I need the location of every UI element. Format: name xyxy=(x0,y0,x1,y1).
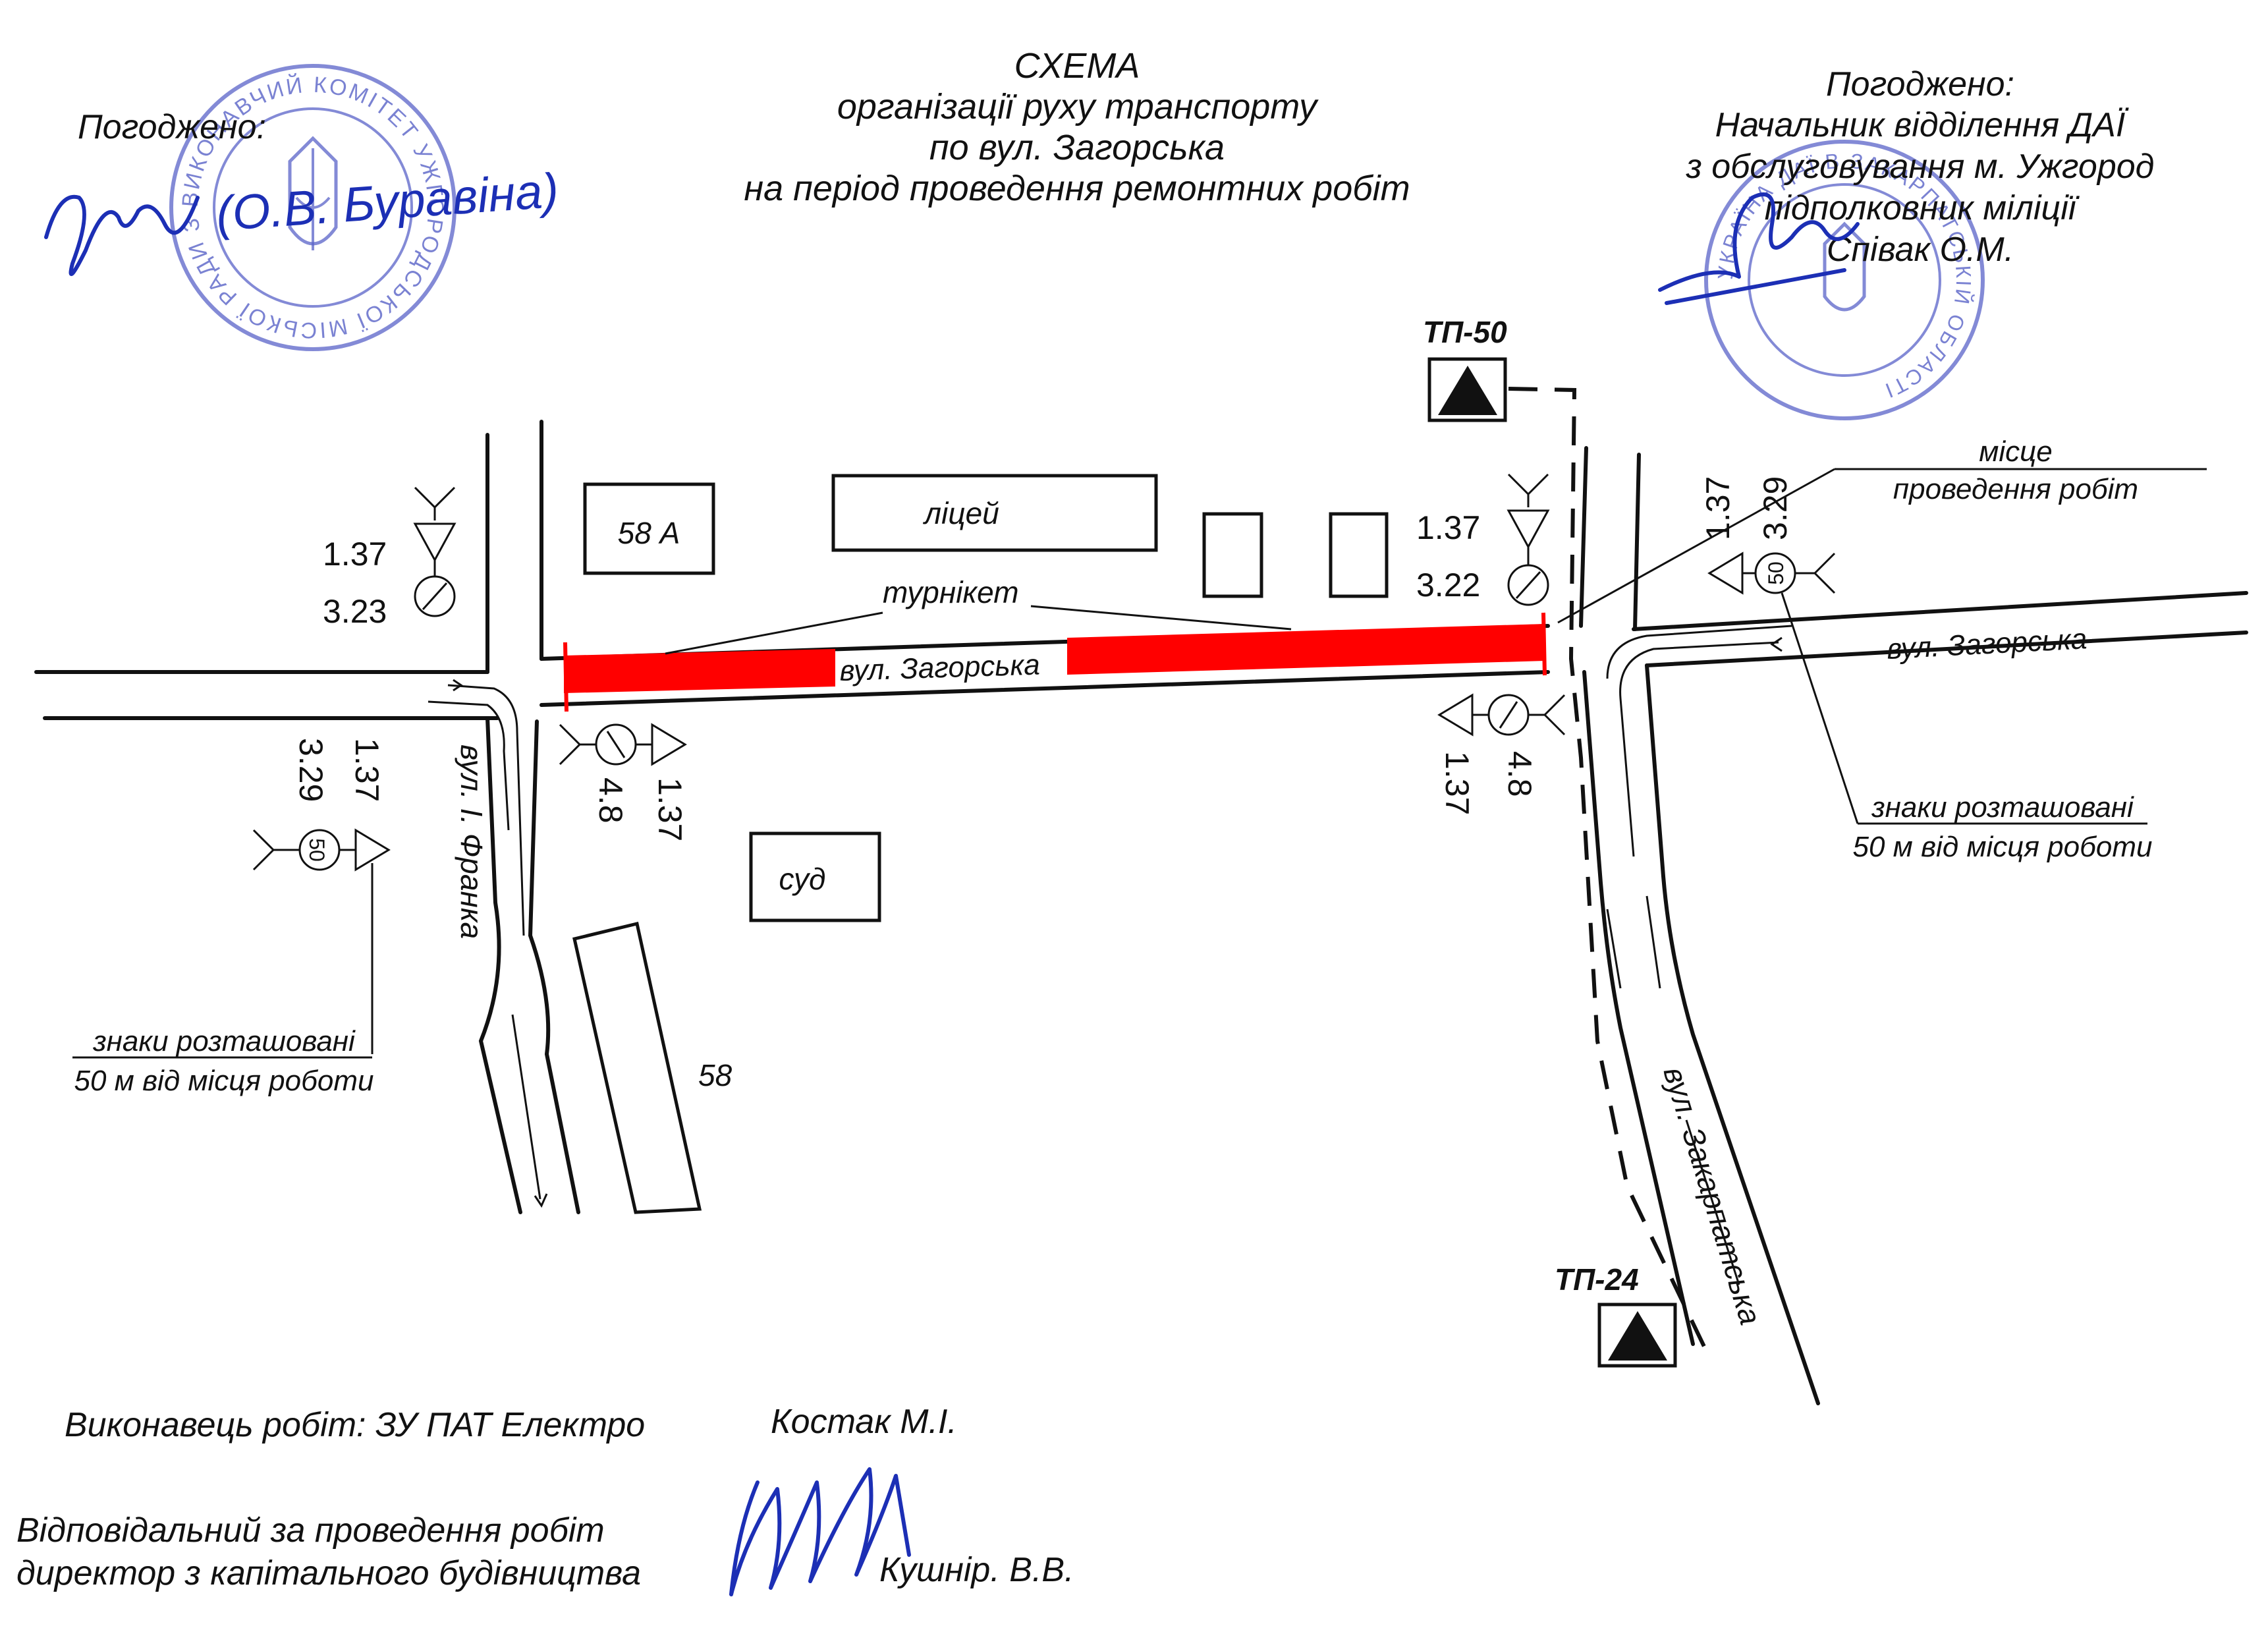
left-signature: (О.В. Буравіна) xyxy=(44,163,561,276)
responsible-line-1: Відповідальний за проведення робіт xyxy=(16,1511,605,1550)
work-zone xyxy=(563,612,1547,712)
title-line-4: на період проведення ремонтних робіт xyxy=(744,169,1410,208)
right-approval: Погоджено: Начальник відділення ДАЇ з об… xyxy=(1686,65,2155,269)
building-small-1 xyxy=(1202,512,1263,598)
signs-distance-note-left: знаки розташовані 50 м від місця роботи xyxy=(72,1025,373,1097)
scheme-title: СХЕМА організації руху транспорту по вул… xyxy=(744,46,1410,208)
building-lyceum xyxy=(831,474,1158,552)
tp-24: ТП-24 xyxy=(1555,1262,1677,1368)
street-label-zahorska-right: вул. Загорська xyxy=(1886,623,2088,665)
speed-limit-value-left: 50 xyxy=(305,838,329,862)
sign-322-top-right: 3.22 xyxy=(1416,567,1480,603)
yield-sign-icon xyxy=(413,522,456,563)
sign-48-end: 4.8 xyxy=(1501,751,1538,797)
building-court xyxy=(749,831,881,922)
responsible-name: Кушнір. В.В. xyxy=(879,1551,1074,1589)
building-58-label: 58 xyxy=(698,1058,733,1092)
lane-arrows xyxy=(428,625,1792,1285)
right-approval-line-4: Співак О.М. xyxy=(1827,231,2014,269)
executor-name: Костак М.І. xyxy=(771,1403,957,1441)
signs-note-right-line-2: 50 м від місця роботи xyxy=(1853,831,2153,863)
tp-24-triangle-icon xyxy=(1608,1311,1667,1361)
speed-limit-value-right: 50 xyxy=(1764,561,1788,585)
signs-distance-note-right: знаки розташовані 50 м від місця роботи xyxy=(1781,592,2153,863)
responsible-line-2: директор з капітального будівництва xyxy=(16,1554,641,1592)
title-line-3: по вул. Загорська xyxy=(929,128,1225,167)
left-approval-label: Погоджено: xyxy=(78,108,266,146)
signs-note-left-line-2: 50 м від місця роботи xyxy=(74,1065,374,1097)
street-label-franka: вул. І. Франка xyxy=(455,744,489,939)
right-approval-line-2: з обслуговування м. Ужгород xyxy=(1686,148,2155,186)
building-lyceum-label: ліцей xyxy=(922,496,999,530)
executor-label: Виконавець робіт: ЗУ ПАТ Електро xyxy=(65,1406,645,1444)
sign-cluster-bottom-left: 50 3.29 1.37 xyxy=(252,738,391,1054)
work-zone-start-marker xyxy=(563,642,568,712)
street-label-zahorska-center: вул. Загорська xyxy=(839,648,1041,687)
sign-137-right: 1.37 xyxy=(1700,476,1736,540)
sign-137-left: 1.37 xyxy=(348,738,385,802)
sign-137-top-left: 1.37 xyxy=(323,536,387,573)
work-place-callout: місце проведення робіт xyxy=(1557,435,2207,624)
sign-cluster-right: 50 1.37 3.29 xyxy=(1700,476,1836,595)
sign-cluster-top-right: 1.37 3.22 xyxy=(1416,473,1550,606)
building-58a-label: 58 А xyxy=(618,516,680,550)
sign-329-left: 3.29 xyxy=(292,738,329,802)
turnstile-callout: турнікет xyxy=(665,575,1292,655)
sign-137-start: 1.37 xyxy=(651,777,688,841)
left-signature-name: (О.В. Буравіна) xyxy=(214,163,560,241)
building-58a xyxy=(583,482,715,575)
right-approval-line-3: підполковник міліції xyxy=(1765,189,2080,227)
buildings: 58 А ліцей суд 58 xyxy=(572,474,1389,1214)
end-restriction-sign-tr-icon xyxy=(1507,564,1549,606)
end-restriction-sign-icon xyxy=(414,575,456,617)
yield-sign-start-icon xyxy=(651,723,687,766)
left-stamp-text: ВИКОНАВЧИЙ КОМІТЕТ УЖГОРОДСЬКОЇ МІСЬКОЇ … xyxy=(0,0,448,343)
work-place-label-2: проведення робіт xyxy=(1893,473,2138,505)
building-small-2 xyxy=(1329,512,1389,598)
left-stamp-path-text: ВИКОНАВЧИЙ КОМІТЕТ УЖГОРОДСЬКОЇ МІСЬКОЇ … xyxy=(0,0,446,343)
sign-cluster-end: 1.37 4.8 xyxy=(1437,693,1566,815)
sign-323-top-left: 3.23 xyxy=(323,593,387,630)
sign-cluster-top-left: 1.37 3.23 xyxy=(323,486,456,630)
sign-137-end: 1.37 xyxy=(1439,751,1476,815)
right-stamp-path-text: УКРАЇНА ДАЇ В ЗАКАРПАТСЬКІЙ ОБЛАСТІ xyxy=(1713,149,1974,403)
building-58 xyxy=(572,921,702,1214)
tp-50: ТП-50 xyxy=(1423,315,1507,422)
work-place-label-1: місце xyxy=(1979,435,2053,468)
tp-50-label: ТП-50 xyxy=(1423,315,1507,349)
turnstile-label: турнікет xyxy=(883,575,1019,609)
right-approval-line-1: Начальник відділення ДАЇ xyxy=(1715,106,2129,144)
sign-cluster-start: 4.8 1.37 xyxy=(559,723,688,841)
yield-sign-right-icon xyxy=(1707,551,1744,595)
work-zone-end-marker xyxy=(1541,612,1547,676)
street-label-zakarpatska: вул. Закарпатська xyxy=(1657,1063,1768,1329)
work-zone-segment-right xyxy=(1067,624,1545,675)
sign-137-top-right: 1.37 xyxy=(1416,509,1480,546)
signs-note-left-line-1: знаки розташовані xyxy=(92,1025,356,1057)
responsible-signature xyxy=(729,1467,911,1596)
work-zone-segment-left xyxy=(564,649,835,693)
building-court-label: суд xyxy=(779,862,826,896)
right-signature xyxy=(1658,192,1860,305)
yield-sign-left-icon xyxy=(354,828,391,872)
sign-48-start: 4.8 xyxy=(592,777,629,824)
tp-50-triangle-icon xyxy=(1438,366,1497,415)
title-line-1: СХЕМА xyxy=(1014,46,1140,86)
tp-24-label: ТП-24 xyxy=(1555,1262,1639,1297)
right-approval-label: Погоджено: xyxy=(1826,65,2014,103)
title-line-2: організації руху транспорту xyxy=(837,87,1319,126)
right-stamp-text: УКРАЇНА ДАЇ В ЗАКАРПАТСЬКІЙ ОБЛАСТІ xyxy=(1713,149,1976,403)
signs-note-right-line-1: знаки розташовані xyxy=(1871,791,2134,824)
yield-sign-tr-icon xyxy=(1507,509,1550,549)
footer: Виконавець робіт: ЗУ ПАТ Електро Костак … xyxy=(16,1403,1074,1596)
yield-sign-end-icon xyxy=(1437,693,1474,737)
